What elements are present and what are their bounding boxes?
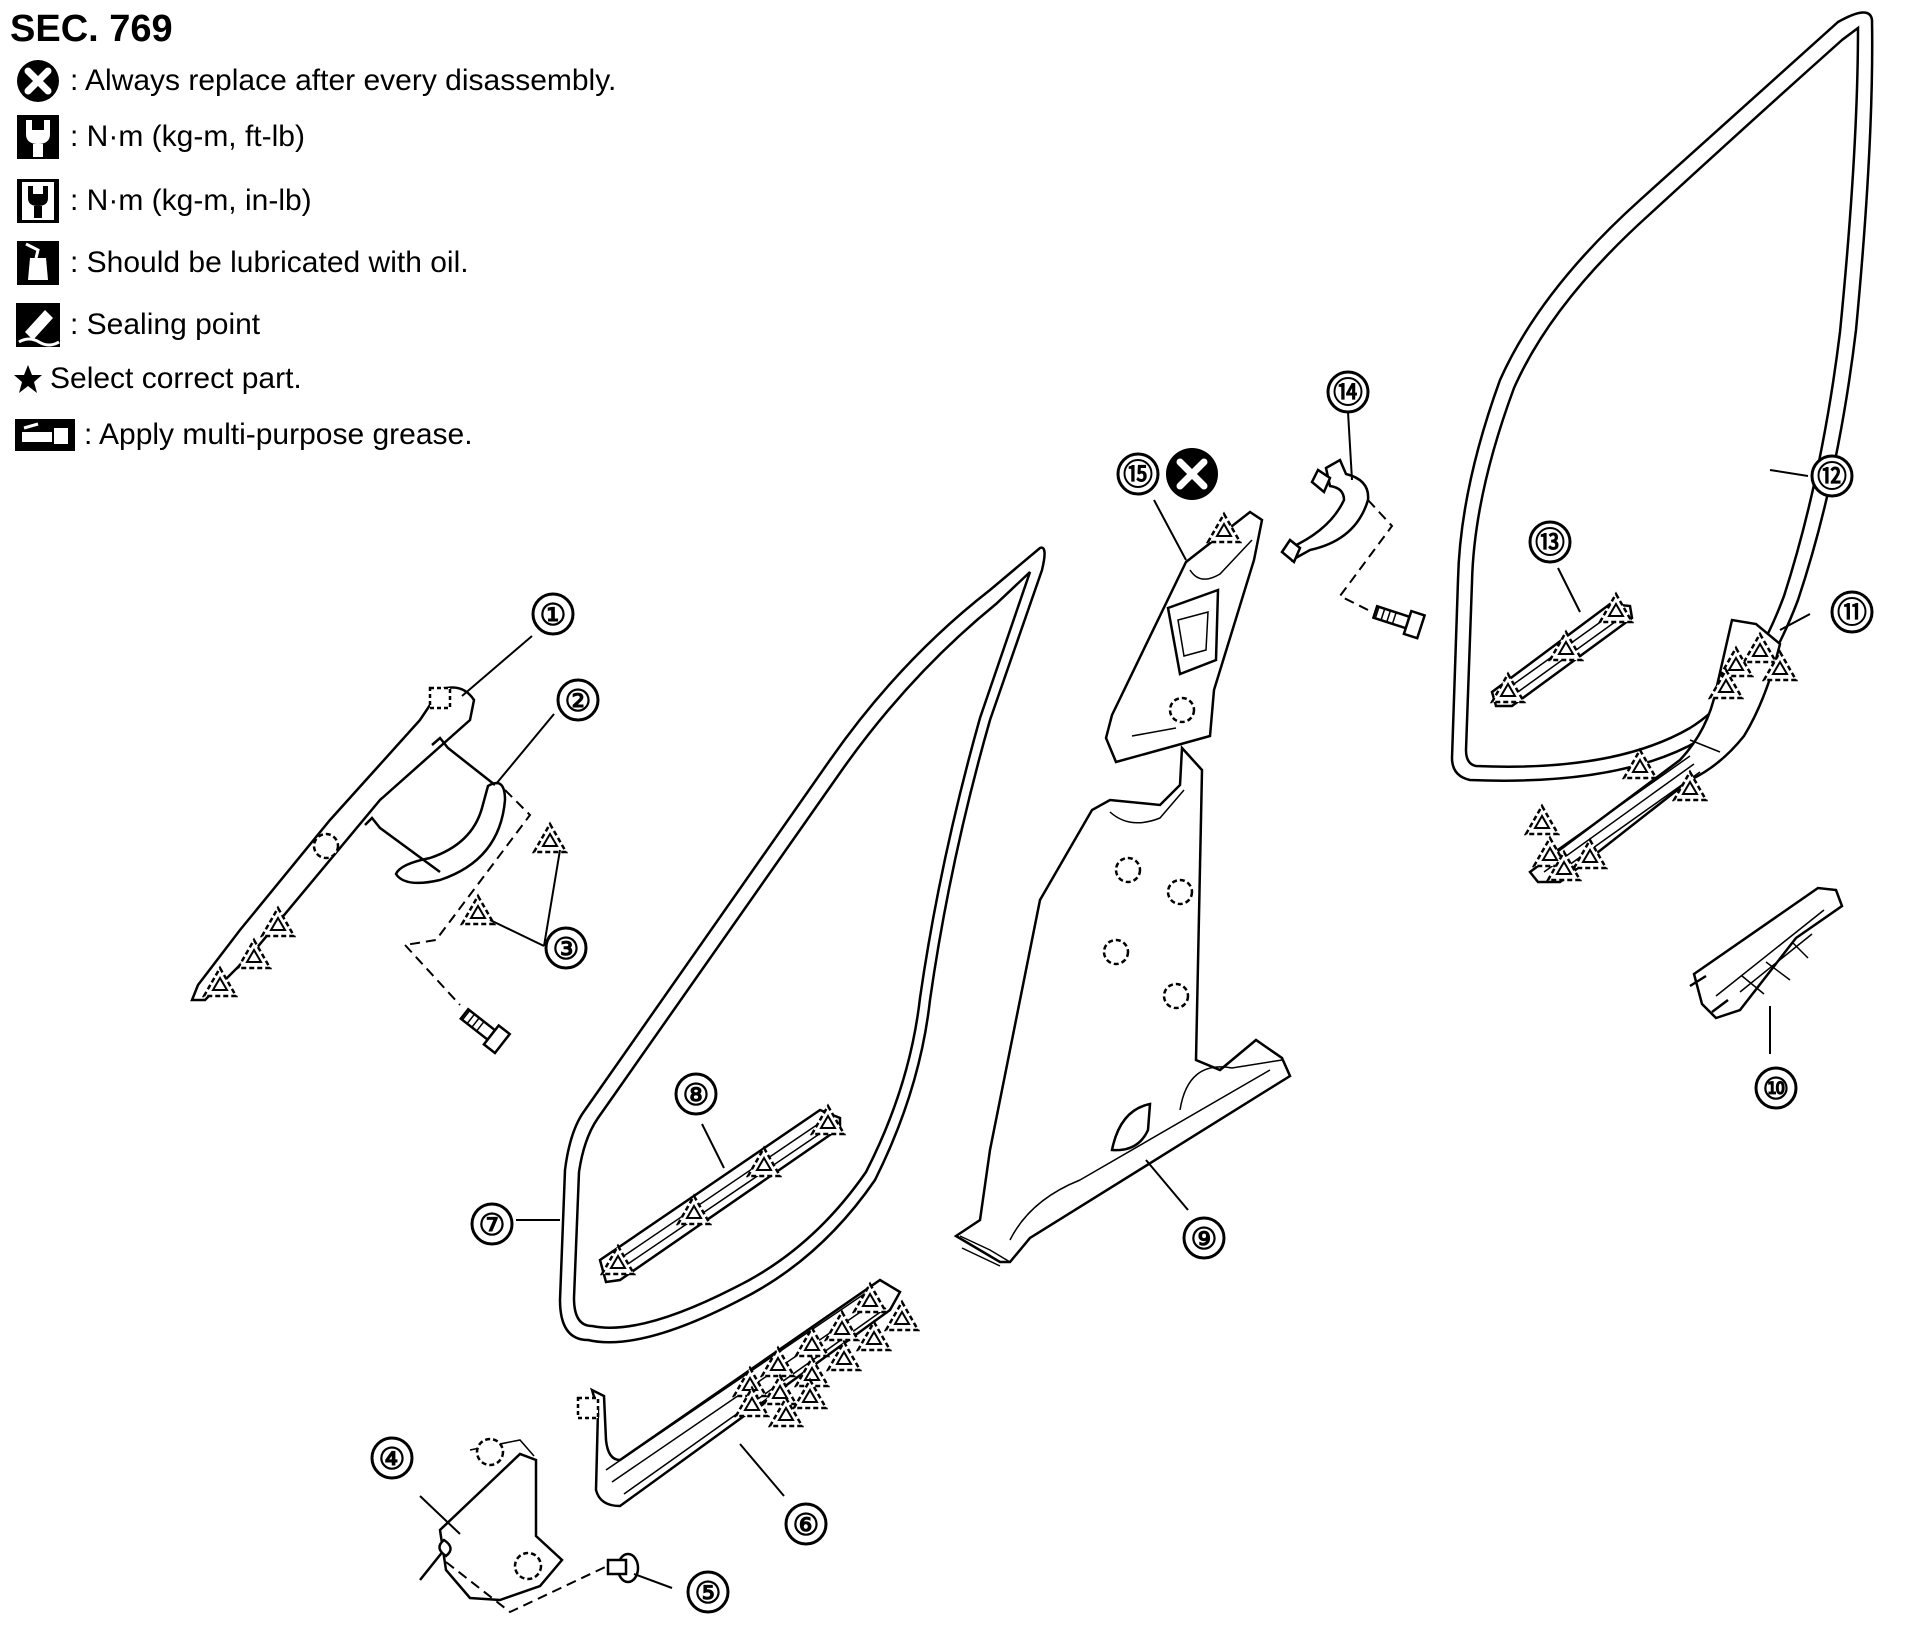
part-12-rear-door-weatherstrip	[1450, 11, 1874, 782]
oil-can-icon	[12, 240, 64, 286]
part-8-front-kicking-plate-inner	[598, 1104, 846, 1284]
svg-text:⑫: ⑫	[1817, 461, 1847, 494]
section-title: SEC. 769	[10, 8, 173, 50]
callout-7: ⑦	[470, 1202, 514, 1246]
part-2-assist-grip	[364, 736, 532, 946]
part-7-front-door-weatherstrip	[558, 546, 1046, 1344]
svg-text:②: ②	[565, 685, 592, 718]
callout-8: ⑧	[674, 1072, 718, 1116]
legend-text: Select correct part.	[50, 362, 302, 395]
legend-text: : Apply multi-purpose grease.	[84, 418, 473, 451]
part-9-center-pillar-lower-garnish	[953, 744, 1292, 1267]
part-14-rear-assist-grip	[1280, 458, 1427, 640]
callout-14: ⑭	[1326, 370, 1370, 414]
part-3-clips-and-screw	[404, 822, 568, 1055]
part-13-rear-kicking-plate-inner	[1490, 592, 1634, 708]
part-11-rear-kicking-plate-outer	[1524, 618, 1798, 884]
callout-5: ⑤	[686, 1570, 730, 1614]
svg-text:③: ③	[553, 933, 580, 966]
svg-text:⑤: ⑤	[695, 1577, 722, 1610]
part-5-push-clip	[445, 1552, 640, 1614]
callout-4: ④	[370, 1436, 414, 1480]
legend-text: : N·m (kg-m, in-lb)	[70, 184, 312, 217]
legend-text: : Should be lubricated with oil.	[70, 246, 469, 279]
part-1-front-pillar-garnish	[190, 686, 476, 1002]
part-15-center-pillar-upper-garnish	[1104, 510, 1264, 764]
svg-text:⑨: ⑨	[1191, 1223, 1218, 1256]
legend-row-replace: : Always replace after every disassembly…	[12, 58, 616, 104]
callout-3: ③	[544, 926, 588, 970]
svg-text:⑧: ⑧	[683, 1079, 710, 1112]
svg-text:⑩: ⑩	[1763, 1073, 1790, 1106]
part-6-front-kicking-plate-outer	[576, 1278, 920, 1508]
svg-text:⑦: ⑦	[479, 1209, 506, 1242]
callout-1: ①	[531, 592, 575, 636]
legend-text: : Sealing point	[70, 308, 261, 341]
callout-12: ⑫	[1810, 454, 1854, 498]
legend-row-torque-inlb: : N·m (kg-m, in-lb)	[12, 178, 312, 224]
torque-wrench-ftlb-icon	[12, 114, 64, 160]
callout-13: ⑬	[1528, 520, 1572, 564]
svg-text:⑪: ⑪	[1837, 597, 1867, 630]
legend-row-grease: : Apply multi-purpose grease.	[12, 412, 473, 458]
x-circle-icon	[1166, 448, 1218, 500]
star-icon	[12, 356, 44, 402]
part-4-lower-front-garnish	[419, 1437, 564, 1602]
callout-9: ⑨	[1182, 1216, 1226, 1260]
legend-row-select: Select correct part.	[12, 356, 302, 402]
svg-text:⑬: ⑬	[1535, 527, 1565, 560]
legend-row-torque-ftlb: : N·m (kg-m, ft-lb)	[12, 114, 305, 160]
sealant-icon	[12, 302, 64, 348]
callout-2: ②	[556, 678, 600, 722]
svg-text:⑥: ⑥	[793, 1509, 820, 1542]
part-10-bracket	[1689, 886, 1844, 1020]
legend-text: : N·m (kg-m, ft-lb)	[70, 120, 305, 153]
legend-row-oil: : Should be lubricated with oil.	[12, 240, 469, 286]
leader-lines	[419, 411, 1811, 1589]
legend-row-sealing: : Sealing point	[12, 302, 260, 348]
grease-gun-icon	[12, 412, 78, 458]
torque-wrench-inlb-icon	[12, 178, 64, 224]
callout-6: ⑥	[784, 1502, 828, 1546]
callout-10: ⑩	[1754, 1066, 1798, 1110]
legend-text: : Always replace after every disassembly…	[70, 64, 617, 97]
svg-text:⑭: ⑭	[1333, 377, 1363, 410]
callout-11: ⑪	[1830, 590, 1874, 634]
x-circle-icon	[12, 58, 64, 104]
svg-text:⑮: ⑮	[1123, 459, 1153, 492]
callout-15: ⑮	[1116, 452, 1160, 496]
svg-text:④: ④	[379, 1443, 406, 1476]
svg-text:①: ①	[540, 599, 567, 632]
